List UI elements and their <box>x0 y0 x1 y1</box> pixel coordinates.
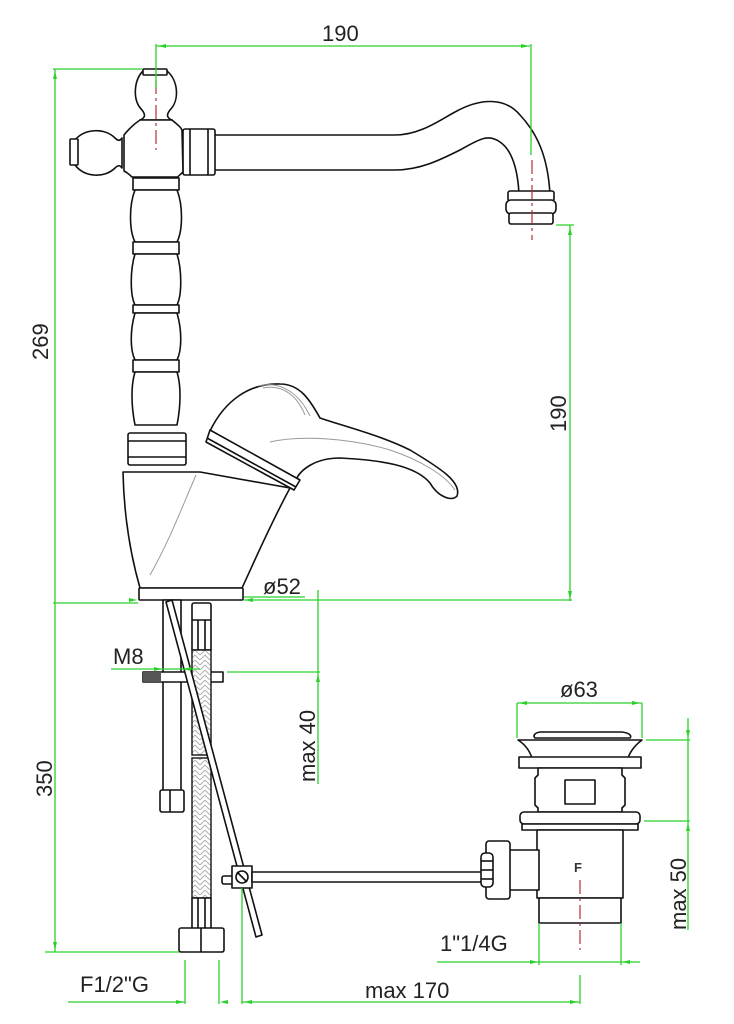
label-supply-connection: F1/2"G <box>80 972 149 997</box>
side-knob <box>74 129 123 176</box>
label-waste-diameter: ø63 <box>560 677 598 702</box>
label-waste-max-thickness: max 50 <box>666 858 691 930</box>
spout <box>213 100 551 196</box>
aerator <box>505 190 557 225</box>
lever-handle <box>209 383 459 500</box>
pop-up-rod <box>251 871 485 883</box>
spout-collar <box>182 128 216 176</box>
label-mounting-thread: M8 <box>113 644 144 669</box>
pull-rod <box>165 599 263 938</box>
under-deck-fittings <box>142 599 485 953</box>
label-max-deck-thickness: max 40 <box>295 710 320 782</box>
dimension-labels: 190 269 190 ø52 M8 max 40 350 ø63 max 50… <box>28 21 691 1003</box>
hub <box>123 119 184 178</box>
mixer-body <box>122 471 291 589</box>
label-spout-outlet-height: 190 <box>546 395 571 432</box>
label-waste-thread: 1"1/4G <box>440 931 508 956</box>
label-rod-length: max 170 <box>365 978 449 1003</box>
pop-up-waste: F <box>480 731 643 950</box>
column <box>127 177 187 466</box>
waste-mark: F <box>574 860 582 875</box>
base-plate <box>138 587 244 601</box>
dimension-lines <box>45 44 690 1004</box>
label-hose-length: 350 <box>32 760 57 797</box>
mixer-drawing <box>69 68 557 601</box>
label-base-diameter: ø52 <box>263 574 301 599</box>
label-total-height: 269 <box>28 323 53 360</box>
label-spout-reach: 190 <box>322 21 359 46</box>
